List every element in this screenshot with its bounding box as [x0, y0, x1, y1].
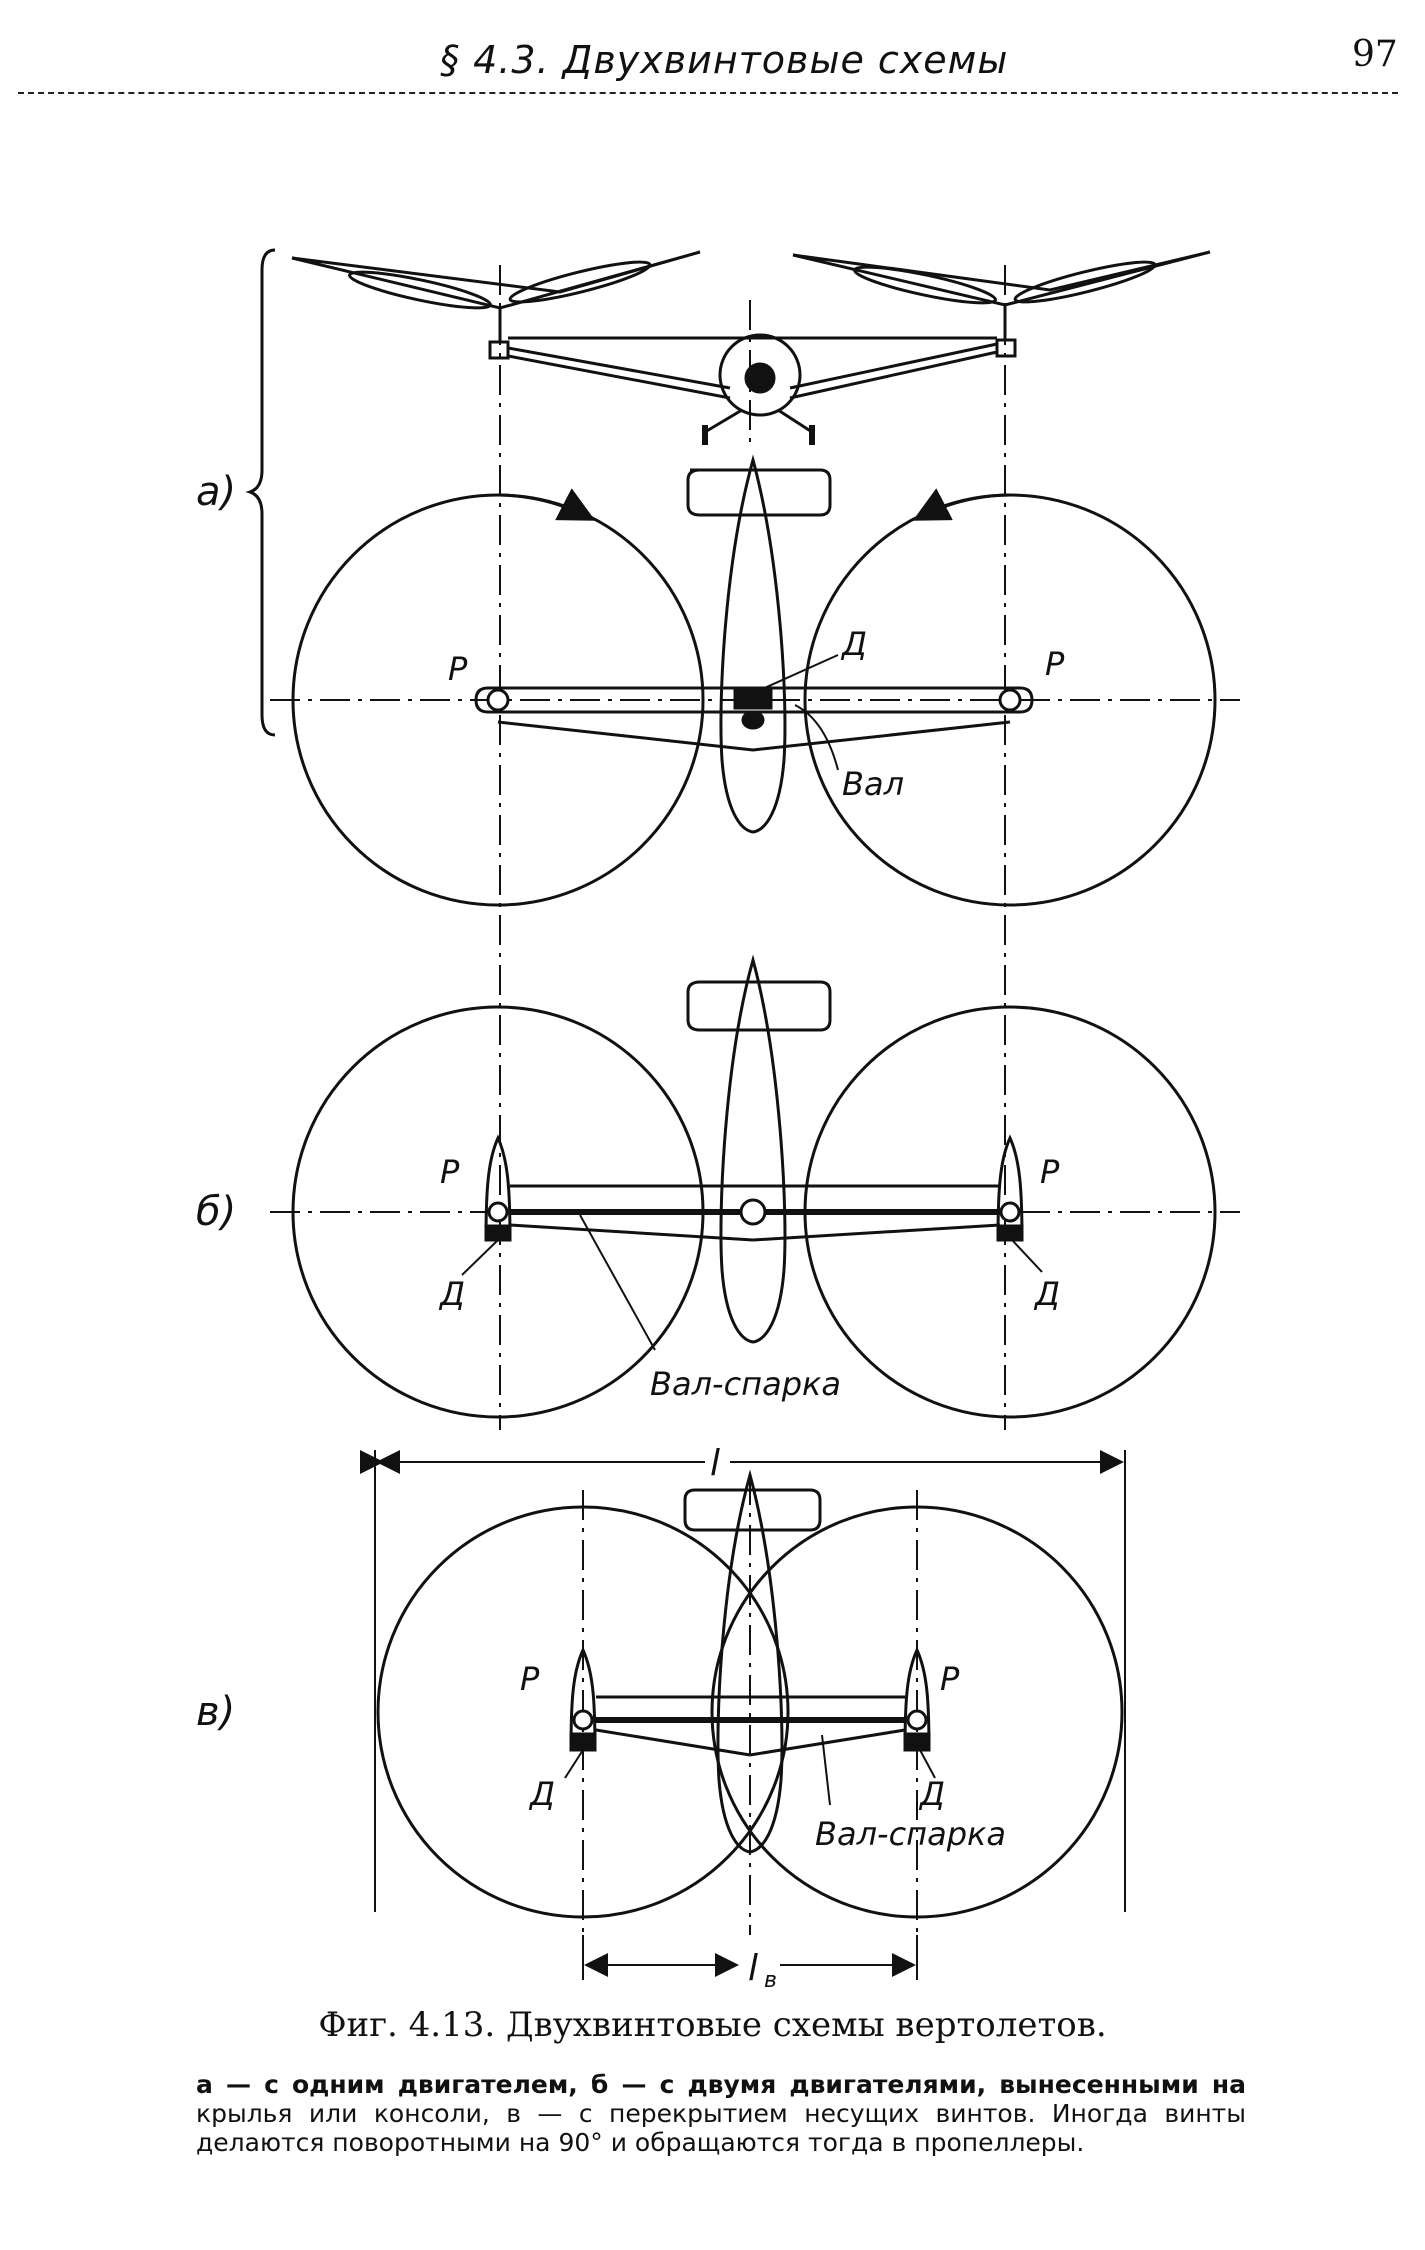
scheme-c-label-D-right: Д — [918, 1775, 945, 1813]
dimension-label-l: l — [710, 1443, 720, 1484]
scheme-a-label-P-left: P — [448, 650, 468, 688]
scheme-b-label-P-left: P — [440, 1153, 460, 1191]
scheme-b-label-D-left: Д — [438, 1275, 465, 1313]
scheme-c-label-P-left: P — [520, 1660, 540, 1698]
scheme-a-brace — [245, 248, 276, 737]
scheme-b-label-D-right: Д — [1033, 1275, 1060, 1313]
caption-part1: а — с одним двигателем, б — с двумя двиг… — [196, 2070, 1246, 2099]
figure-caption-title: Фиг. 4.13. Двухвинтовые схемы вертолетов… — [318, 2005, 1107, 2045]
dimension-label-lv: l — [748, 1948, 758, 1989]
scheme-a-label-D: Д — [840, 625, 867, 663]
scheme-c-label: в) — [196, 1689, 235, 1735]
scheme-c-label-val-sparka: Вал-спарка — [815, 1815, 1006, 1853]
page-number: 97 — [1352, 34, 1398, 75]
scheme-a-label-P-right: P — [1045, 645, 1065, 683]
figure-caption-body: а — с одним двигателем, б — с двумя двиг… — [196, 2070, 1246, 2157]
header-rule — [18, 92, 1398, 94]
scheme-b-label: б) — [196, 1189, 236, 1235]
dimension-label-lv-sub: в — [764, 1968, 777, 1993]
scheme-a-label: а) — [196, 469, 236, 515]
scheme-c-label-P-right: P — [940, 1660, 960, 1698]
scheme-b-top-view — [270, 954, 1240, 1419]
scheme-a-top-view — [270, 265, 1240, 1430]
caption-part2: крылья или консоли, в — с перекрытием не… — [196, 2099, 1246, 2157]
scheme-c-top-view — [360, 1450, 1126, 1980]
scheme-b-label-val-sparka: Вал-спарка — [650, 1365, 841, 1403]
scheme-a-label-val: Вал — [842, 765, 904, 803]
scheme-c-label-D-left: Д — [528, 1775, 555, 1813]
running-header-title: § 4.3. Двухвинтовые схемы — [440, 38, 1009, 82]
helicopter-schemes-figure: а) P — [196, 248, 1240, 1993]
scheme-a-front-view — [291, 250, 1211, 445]
scheme-b-label-P-right: P — [1040, 1153, 1060, 1191]
